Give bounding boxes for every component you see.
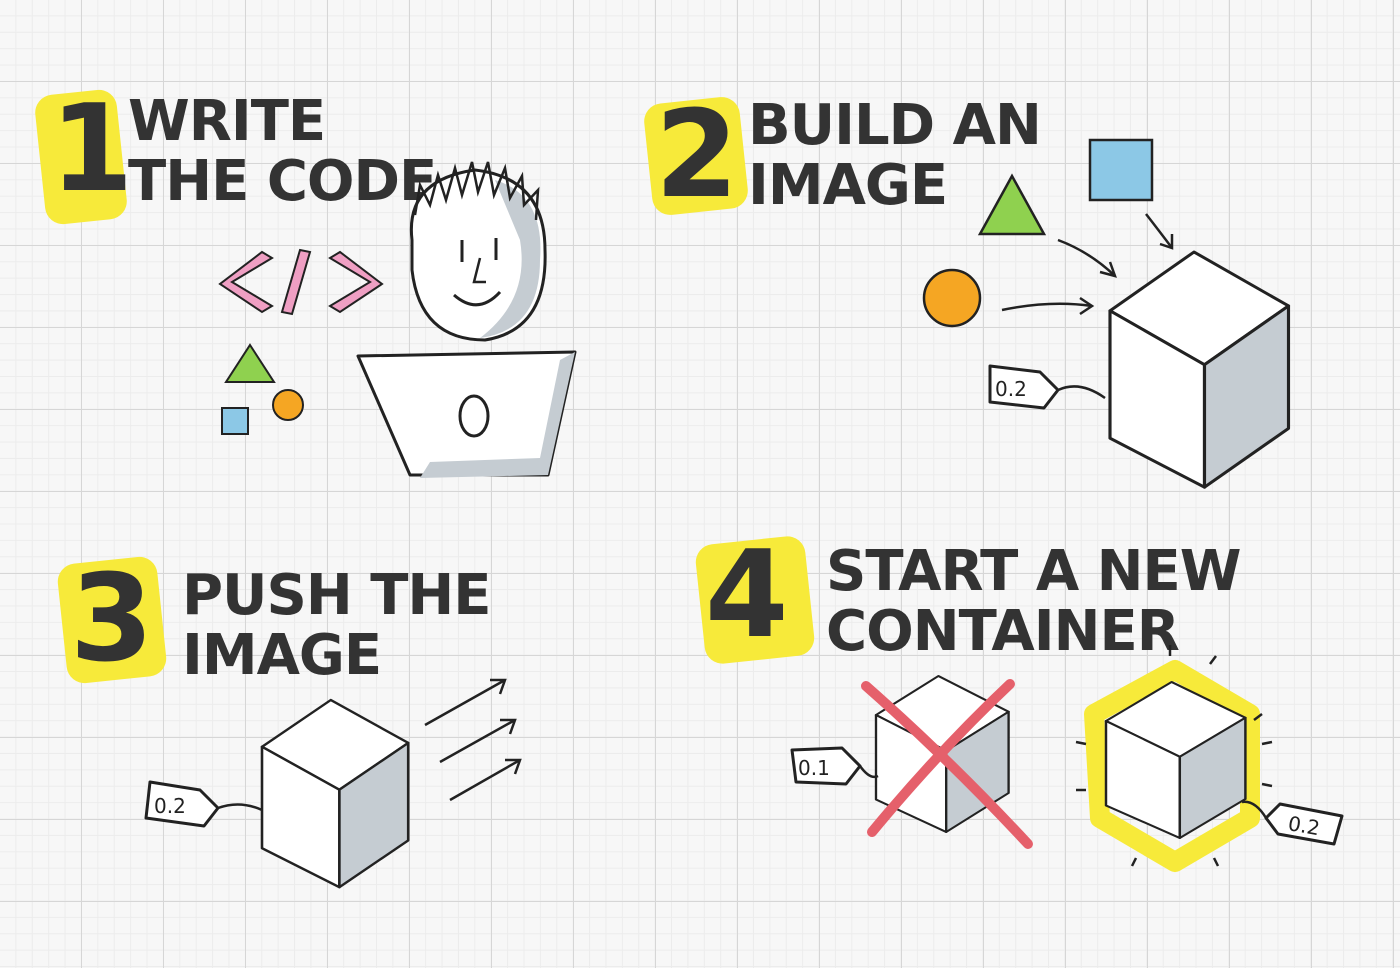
step1-title-line2: THE CODE [128, 149, 437, 214]
image-cube-icon [1108, 250, 1291, 489]
step3-title-line1: PUSH THE [182, 563, 492, 628]
step1-title-line1: WRITE [128, 89, 326, 154]
square-icon [221, 407, 249, 435]
remove-cross-icon [861, 679, 1033, 849]
version-tag-step3: 0.2 [144, 780, 263, 828]
step1-title: WRITE THE CODE [128, 89, 437, 214]
step2-title-line1: BUILD AN [748, 93, 1042, 158]
version-tag-step3-label: 0.2 [154, 794, 186, 818]
laptop-icon [356, 350, 577, 478]
step4-title-line2: CONTAINER [826, 599, 1180, 664]
version-tag-new: 0.2 [1241, 800, 1344, 846]
triangle-icon [224, 343, 276, 383]
version-tag-new-label: 0.2 [1286, 811, 1321, 840]
step4-title: START A NEW CONTAINER [826, 539, 1242, 664]
step3-number: 3 [70, 550, 154, 689]
version-tag-step2: 0.2 [988, 364, 1106, 410]
build-circle-icon [922, 268, 982, 328]
version-tag-old-label: 0.1 [798, 756, 830, 780]
build-arrows-icon [1001, 213, 1174, 316]
circle-icon [272, 389, 304, 421]
build-triangle-icon [977, 173, 1047, 236]
step3-title-line2: IMAGE [182, 623, 382, 688]
push-arrows-icon [424, 678, 522, 802]
push-cube-icon [260, 698, 410, 889]
step1-number: 1 [50, 80, 134, 219]
step4-number: 4 [705, 526, 789, 665]
step3-title: PUSH THE IMAGE [182, 563, 492, 688]
version-tag-step2-label: 0.2 [995, 377, 1027, 401]
step2-number: 2 [655, 86, 739, 225]
new-container-glow [1075, 645, 1273, 872]
step2-title-line2: IMAGE [748, 153, 948, 218]
step2-title: BUILD AN IMAGE [748, 93, 1042, 218]
code-brackets-icon [218, 248, 384, 316]
developer-person-icon [409, 161, 547, 342]
step4-title-line1: START A NEW [826, 539, 1242, 604]
build-square-icon [1088, 138, 1154, 202]
version-tag-old: 0.1 [790, 746, 879, 786]
